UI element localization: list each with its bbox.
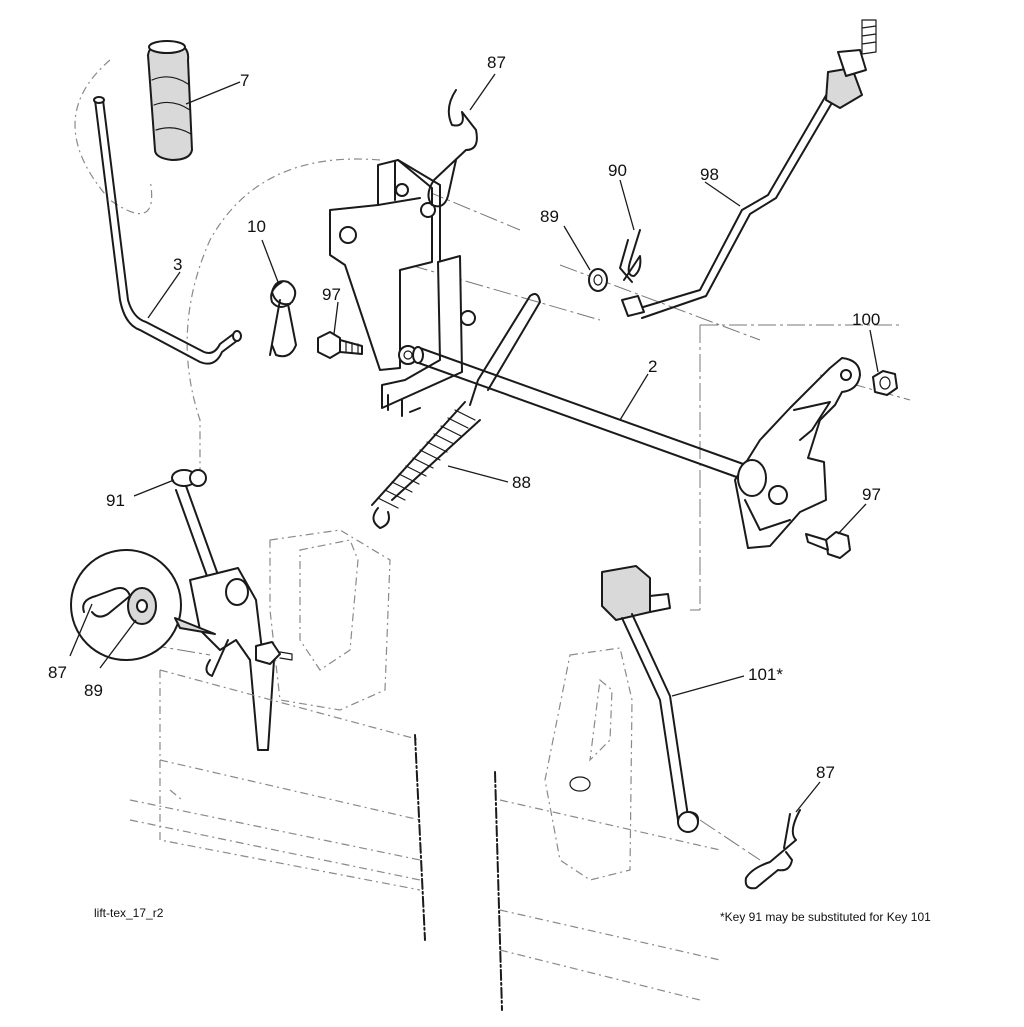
detail-magnifier <box>70 549 216 661</box>
callout-88: 88 <box>512 473 531 492</box>
callout-98: 98 <box>700 165 719 184</box>
part-97-bolt-upper <box>317 331 363 359</box>
callout-87-bottom: 87 <box>816 763 835 782</box>
callout-7: 7 <box>240 71 249 90</box>
callout-2: 2 <box>648 357 657 376</box>
deck-outline-left <box>129 669 426 941</box>
part-100-nut <box>872 370 898 396</box>
deck-hanger-right <box>494 647 721 1011</box>
part-3-lift-handle-rod <box>93 96 242 365</box>
callout-87-detail: 87 <box>48 663 67 682</box>
callout-89-upper: 89 <box>540 207 559 226</box>
callout-91: 91 <box>106 491 125 510</box>
part-88-extension-spring <box>371 293 541 529</box>
callout-90: 90 <box>608 161 627 180</box>
part-98-adjustment-rod <box>621 19 877 319</box>
callout-3: 3 <box>173 255 182 274</box>
leader-lines <box>69 73 879 813</box>
part-87-hairclip-top <box>427 89 478 208</box>
callout-97-lower: 97 <box>862 485 881 504</box>
callout-87-top: 87 <box>487 53 506 72</box>
part-101-lift-link <box>601 565 699 833</box>
lift-arm-right <box>734 357 861 549</box>
callout-89-detail: 89 <box>84 681 103 700</box>
footnote-text: *Key 91 may be substituted for Key 101 <box>720 910 931 924</box>
callout-10: 10 <box>247 217 266 236</box>
part-2-lift-shaft <box>412 346 761 485</box>
deck-hanger-left <box>189 529 391 751</box>
part-90-hairpin <box>619 229 642 283</box>
callout-101: 101* <box>748 665 783 684</box>
part-89-washer-upper <box>588 268 608 292</box>
callout-100: 100 <box>852 310 880 329</box>
part-7-grip <box>147 40 193 161</box>
part-97-bolt-lower <box>805 531 851 559</box>
part-87-hairclip-bottom <box>744 809 801 890</box>
callout-97-upper: 97 <box>322 285 341 304</box>
mounting-bracket <box>329 159 476 417</box>
callout-labels: 7 87 90 98 89 10 3 97 100 2 88 91 97 87 … <box>48 53 881 782</box>
part-10-torsion-spring <box>269 280 297 358</box>
diagram-id-label: lift-tex_17_r2 <box>94 906 164 920</box>
